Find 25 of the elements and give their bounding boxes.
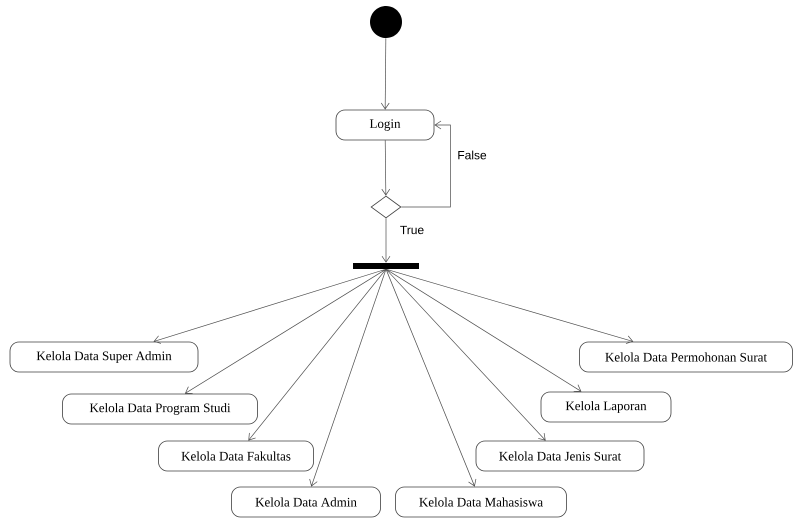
edge-label: True (398, 224, 426, 236)
arrow (386, 268, 634, 344)
arrow (153, 268, 386, 344)
start-node (370, 6, 402, 38)
arrow (386, 268, 582, 392)
arrow (309, 268, 386, 487)
activity-box: Kelola Data Program Studi (62, 394, 258, 424)
activity-box: Kelola Data Fakultas (158, 440, 314, 472)
fork-bar (353, 263, 419, 269)
activity-box: Kelola Data Permohonan Surat (579, 342, 793, 372)
arrow (386, 268, 476, 487)
edge-label: False (456, 150, 488, 160)
arrow (382, 218, 390, 263)
activity-box: Kelola Laporan (540, 392, 672, 422)
arrow (248, 268, 386, 441)
arrow (386, 268, 546, 441)
activity-box: Kelola Data Super Admin (10, 342, 198, 372)
arrow (184, 268, 386, 394)
activity-box: Kelola Data Mahasiswa (395, 486, 567, 518)
arrow (381, 140, 390, 196)
arrow (401, 120, 451, 208)
activity-box: Login (336, 110, 434, 140)
arrow (380, 38, 390, 110)
activity-box: Kelola Data Jenis Surat (476, 440, 644, 472)
activity-box: Kelola Data Admin (231, 486, 381, 518)
